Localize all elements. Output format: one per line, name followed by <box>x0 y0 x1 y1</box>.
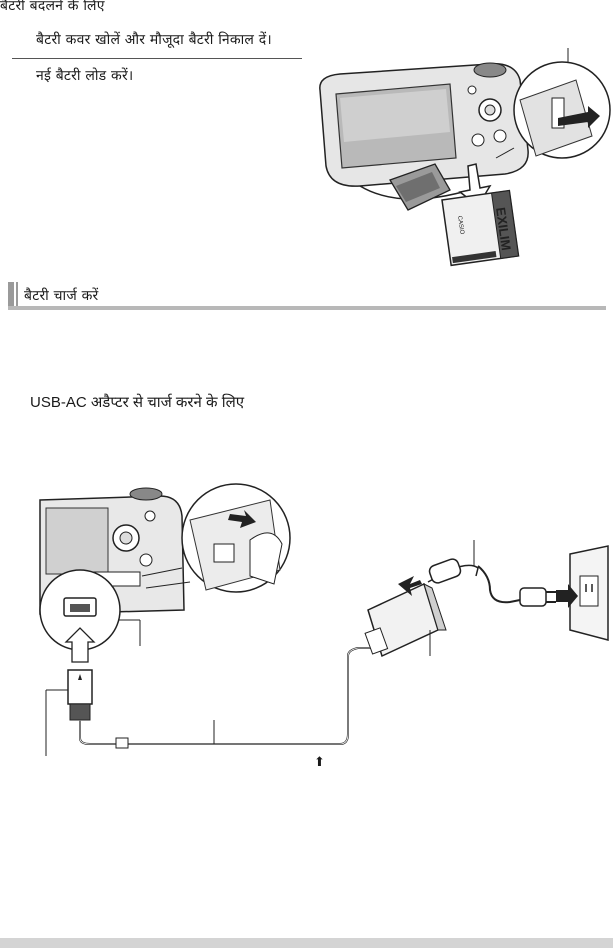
section-marker-thin <box>16 282 18 310</box>
replace-battery-step-2: नई बैटरी लोड करें। <box>36 68 134 84</box>
section-underline <box>8 306 606 310</box>
page-footer-bar <box>0 938 613 948</box>
replace-battery-step-1: बैटरी कवर खोलें और मौजूदा बैटरी निकाल दे… <box>36 32 272 48</box>
arrow-symbol-caption: ⬆ <box>314 755 325 770</box>
section-marker <box>8 282 14 310</box>
replace-battery-heading: बैटरी बदलने के लिए <box>0 0 105 14</box>
step-divider <box>12 58 302 59</box>
charge-section-title: बैटरी चार्ज करें <box>24 288 99 304</box>
battery-casio-label: CASIO <box>456 215 465 235</box>
battery-replacement-illustration: EXILIM CASIO <box>319 48 611 267</box>
usb-ac-heading: USB-AC अडैप्टर से चार्ज करने के लिए <box>30 394 245 411</box>
battery-exilim-label: EXILIM <box>493 206 514 251</box>
usb-ac-charging-illustration <box>39 483 609 756</box>
